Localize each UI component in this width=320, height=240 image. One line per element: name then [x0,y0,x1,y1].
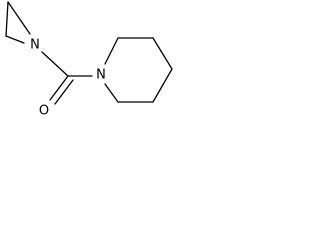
atom-label-carbonyl-oxygen: O [39,104,49,119]
bond-piperidine-n-c2 [104,37,119,65]
bond-piperidine-c3-c4 [152,37,173,70]
bond-aziridine-c2-n [5,35,25,44]
atom-label-piperidine-nitrogen: N [96,68,106,83]
bond-aziridine-c1-n [7,1,31,35]
atom-label-aziridine-nitrogen: N [30,38,40,53]
bond-aziridine-c1-c2 [5,1,9,37]
bond-carbonyl-double-1 [49,75,69,101]
structure-canvas: N N O [0,0,182,121]
molecule-structure: N N O [5,1,173,119]
bond-piperidine-c4-c5 [152,68,173,103]
bond-piperidine-c6-n [104,83,119,103]
bond-aziridine-n-carbonyl [41,51,69,77]
bond-carbonyl-double-2 [54,79,74,105]
